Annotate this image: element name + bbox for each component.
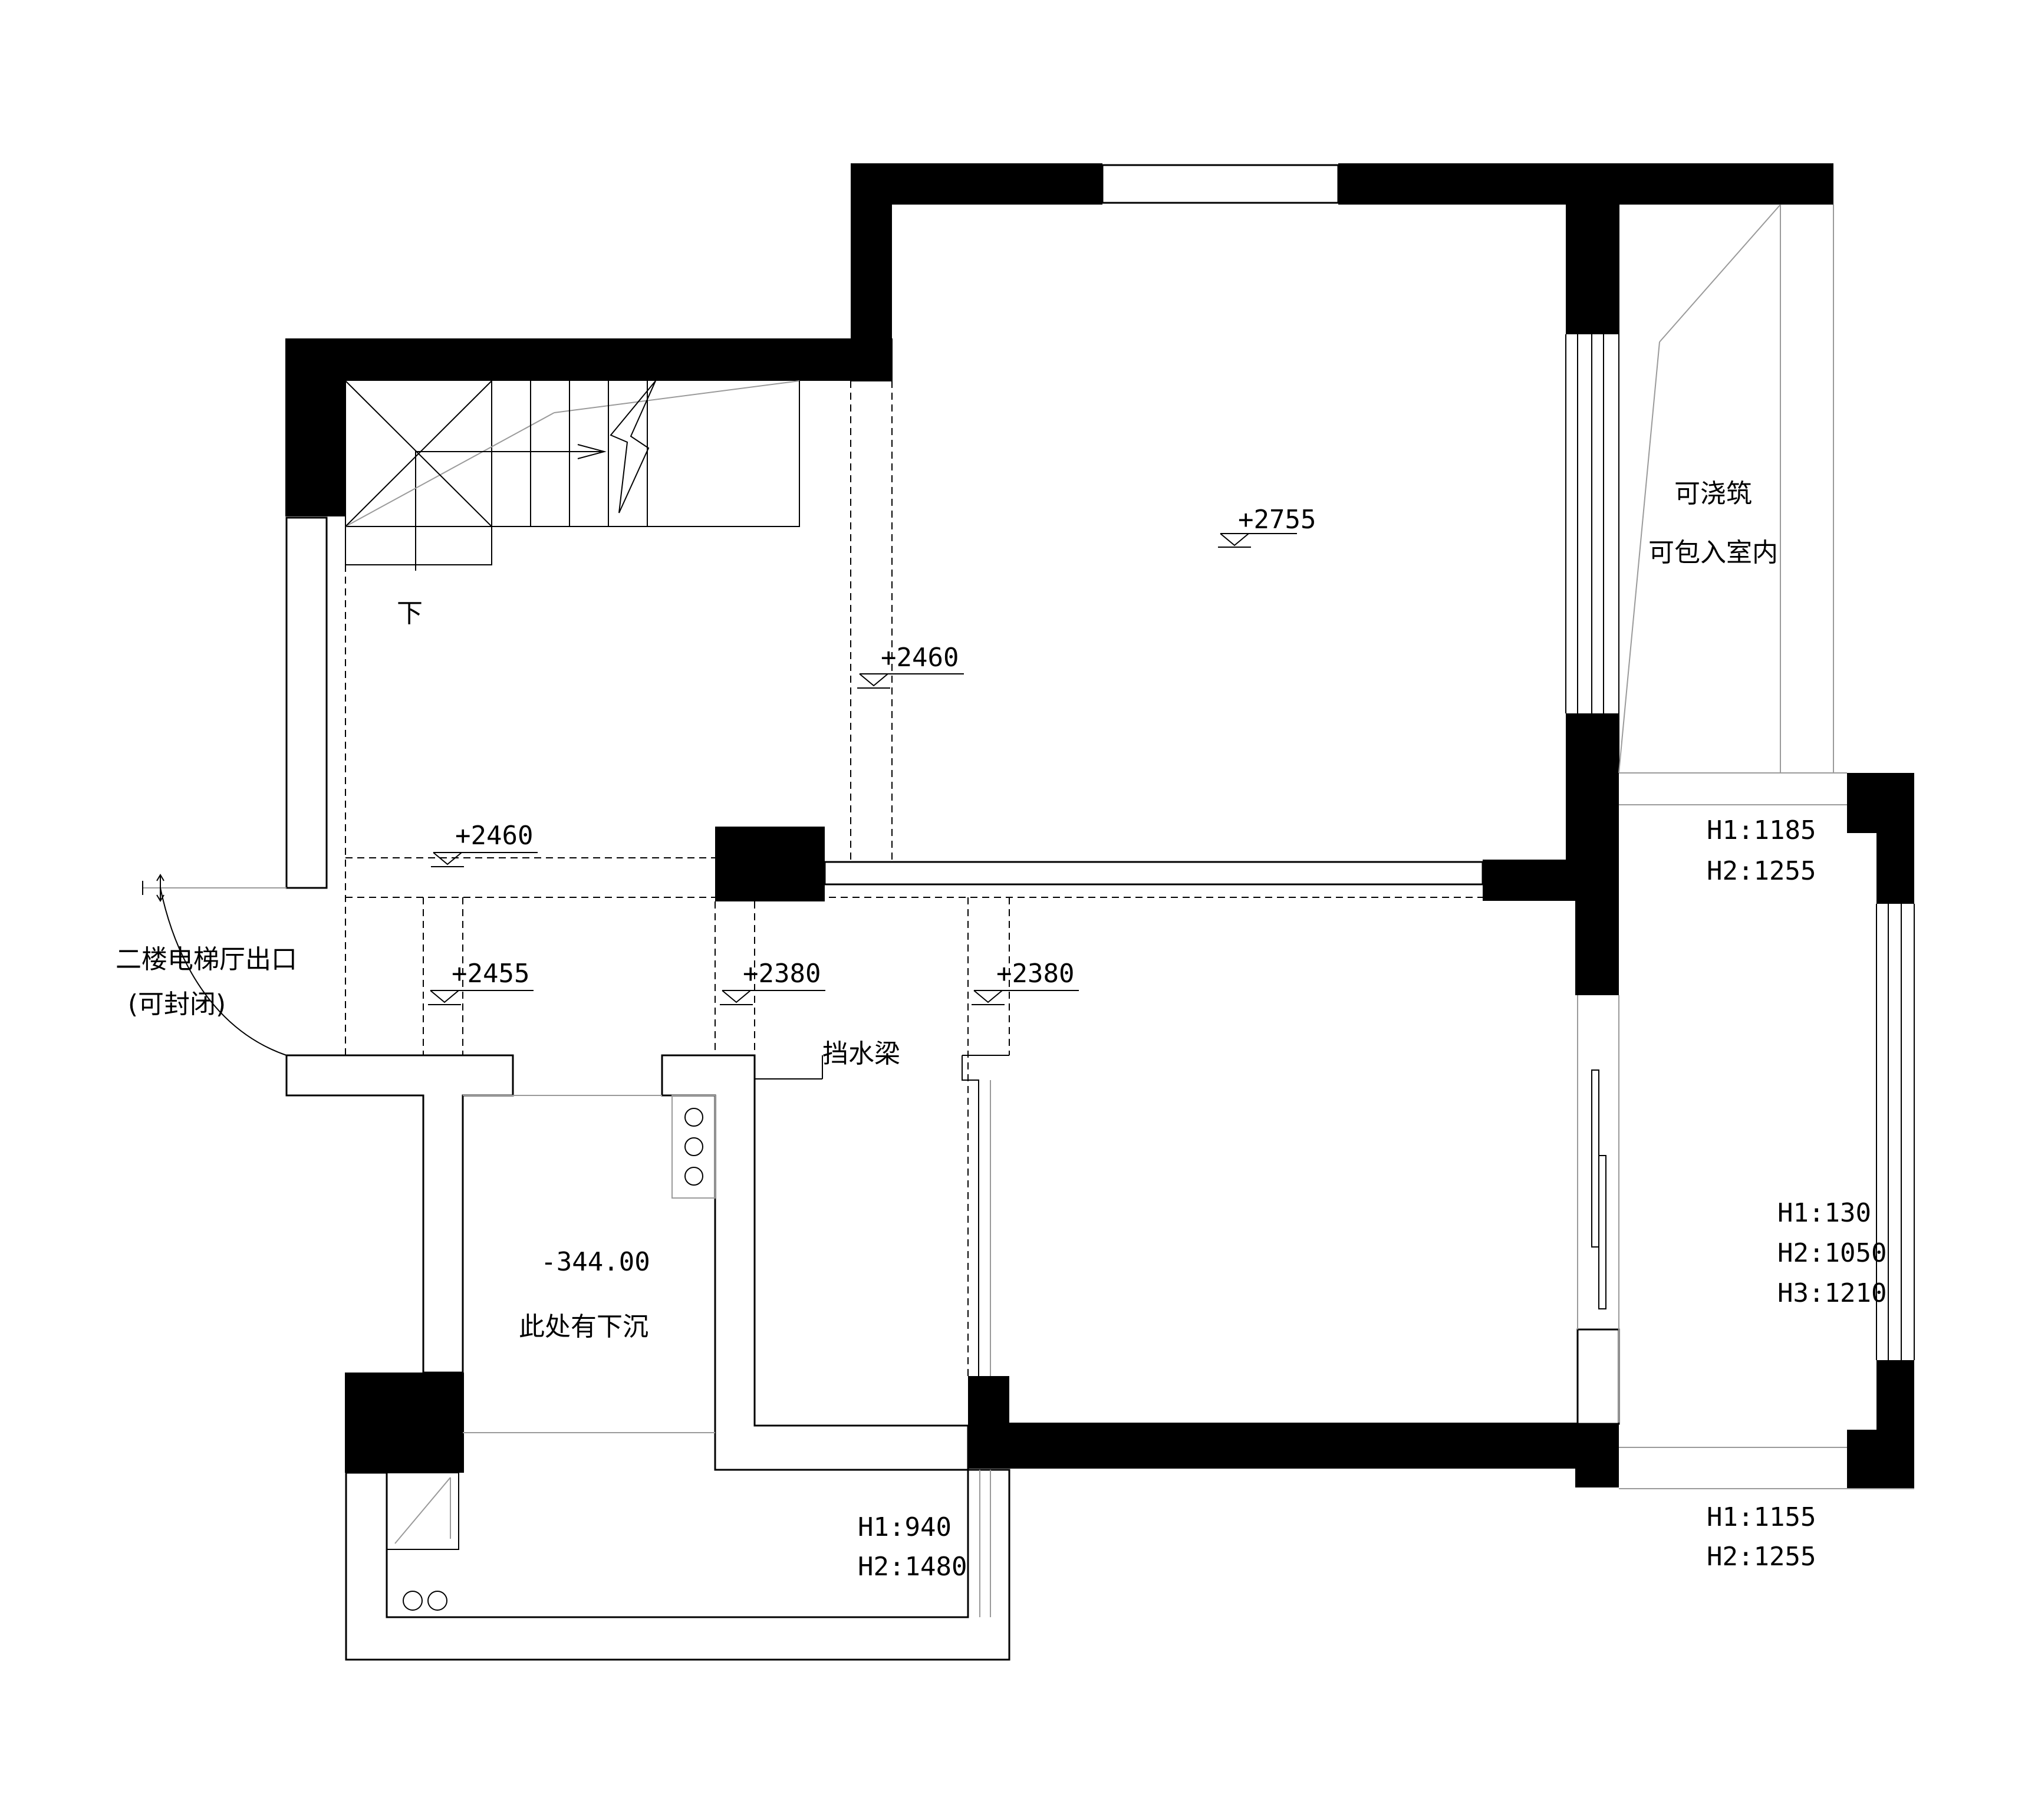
stair-down-label: 下 (397, 598, 423, 628)
level-marker-2380-right: +2380 (972, 959, 1079, 1005)
bottom-window-h2: H2:1255 (1707, 1542, 1816, 1572)
living-door-jamb (962, 1055, 1009, 1376)
kitchen: H1:940 H2:1480 (386, 1470, 991, 1617)
right-window-h1: H1:130 (1777, 1198, 1871, 1228)
svg-text:+2455: +2455 (452, 959, 529, 989)
top-window-h2: H2:1255 (1707, 856, 1816, 886)
level-marker-2455: +2455 (428, 959, 534, 1005)
bathroom-level: -344.00 (541, 1247, 650, 1277)
bottom-window-h1: H1:1155 (1707, 1502, 1816, 1532)
elevator-exit-sub: (可封闭) (128, 989, 226, 1019)
elevator-exit-label: 二楼电梯厅出口 (116, 944, 297, 975)
balcony-note-2: 可包入室内 (1648, 538, 1778, 568)
kitchen-window-h2: H2:1480 (858, 1552, 967, 1582)
partition-walls (285, 516, 1620, 1661)
svg-text:+2460: +2460 (455, 821, 533, 851)
level-marker-2380-center: +2380 (720, 959, 825, 1005)
right-balcony: 可浇筑 可包入室内 (1565, 204, 1915, 1489)
window-notes: H1:1185 H2:1255 H1:130 H2:1050 H3:1210 H… (1707, 815, 1887, 1572)
structural-walls (285, 163, 1914, 1489)
beam-dashed-lines (345, 381, 1483, 1376)
svg-text:+2380: +2380 (996, 959, 1074, 989)
kitchen-window-h1: H1:940 (858, 1512, 952, 1542)
top-window (1101, 164, 1339, 204)
svg-text:+2380: +2380 (743, 959, 821, 989)
level-markers: +2755 +2460 +2460 +2455 +2380 (428, 505, 1316, 1005)
right-window-h3: H3:1210 (1777, 1278, 1887, 1308)
level-marker-2755: +2755 (1218, 505, 1316, 548)
right-window-h2: H2:1050 (1777, 1238, 1887, 1268)
svg-text:+2755: +2755 (1238, 505, 1316, 535)
balcony-note-1: 可浇筑 (1674, 479, 1752, 509)
bathroom: -344.00 此处有下沉 挡水梁 (463, 1039, 900, 1433)
bathroom-sunken-note: 此处有下沉 (519, 1312, 648, 1342)
stairs: 下 (345, 380, 800, 628)
level-marker-2460-right: +2460 (857, 643, 964, 689)
level-marker-2460-left: +2460 (431, 821, 538, 867)
svg-text:+2460: +2460 (881, 643, 959, 673)
top-window-h1: H1:1185 (1707, 815, 1816, 845)
water-beam-label: 挡水梁 (822, 1039, 900, 1069)
elevator-exit: 二楼电梯厅出口 (可封闭) (116, 874, 297, 1056)
